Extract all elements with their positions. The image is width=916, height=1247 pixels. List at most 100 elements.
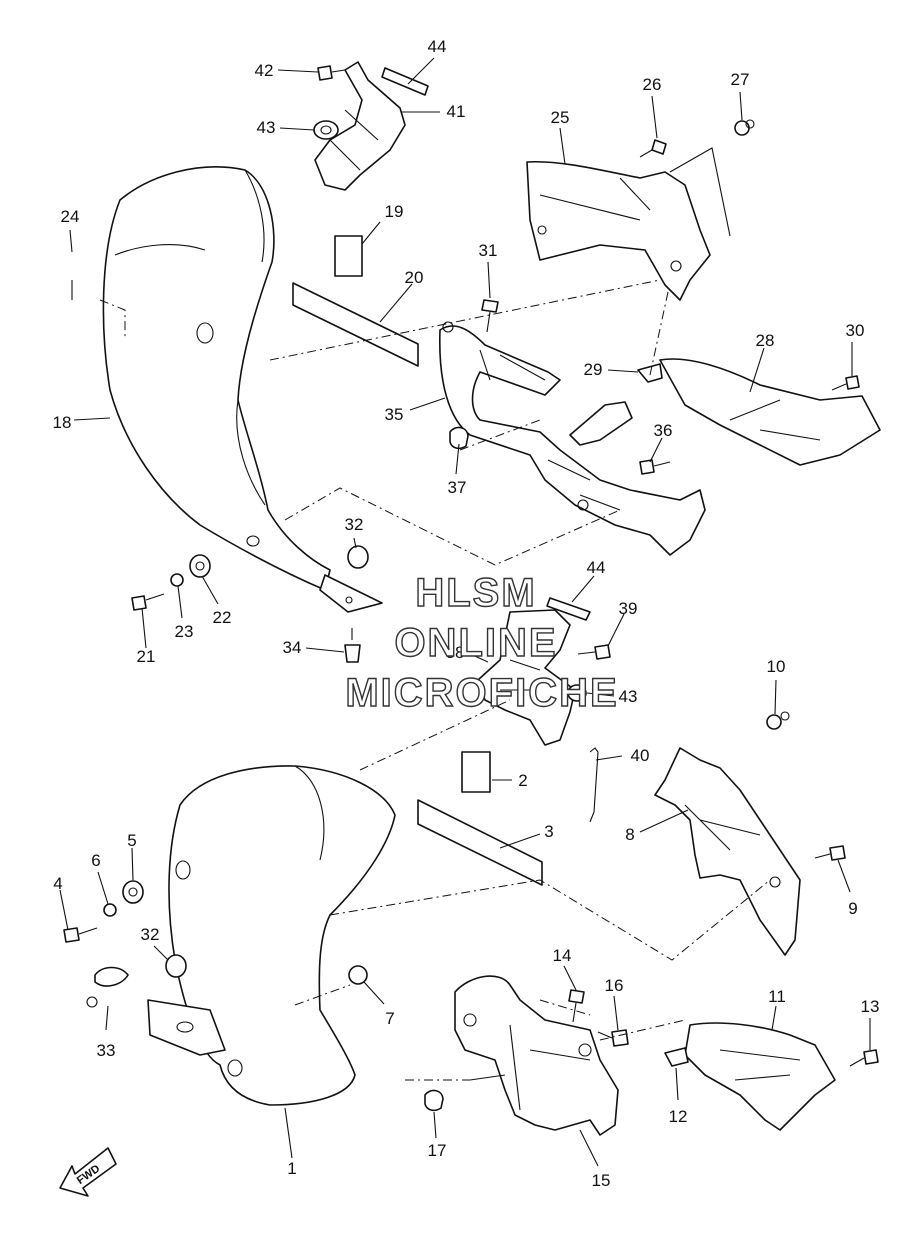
callout-15: 15	[592, 1171, 611, 1190]
callout-32-top: 32	[345, 515, 364, 534]
callout-38: 38	[446, 643, 465, 662]
callout-22: 22	[213, 608, 232, 627]
callout-18: 18	[53, 413, 72, 432]
part-18-bracket	[319, 574, 383, 613]
part-11-cover	[684, 1022, 836, 1131]
watermark: HLSM ONLINE MICROFICHE	[345, 570, 618, 715]
callout-44-top: 44	[428, 37, 447, 56]
part-23-collar	[170, 573, 184, 587]
part-6-collar	[103, 903, 117, 917]
watermark-line-1: HLSM	[415, 571, 536, 615]
part-43-clip	[313, 120, 339, 140]
part-28-cover	[659, 358, 881, 466]
alignment-lines	[99, 279, 771, 1081]
callout-19: 19	[385, 202, 404, 221]
callout-37: 37	[448, 478, 467, 497]
part-35-footrest-bracket	[438, 321, 706, 556]
callout-28: 28	[756, 331, 775, 350]
callout-34: 34	[283, 638, 302, 657]
callout-6: 6	[91, 851, 100, 870]
part-12-clip	[664, 1047, 689, 1067]
part-37-grommet	[449, 426, 469, 450]
callout-29: 29	[584, 360, 603, 379]
part-17-grommet	[424, 1089, 444, 1112]
callout-44-middle: 44	[587, 558, 606, 577]
part-2-pad	[461, 751, 491, 793]
callout-10: 10	[767, 657, 786, 676]
part-13-screw	[849, 1049, 879, 1067]
callout-21: 21	[137, 647, 156, 666]
part-30-screw	[831, 375, 860, 391]
part-40-cable-tie	[589, 747, 599, 823]
part-7-grommet	[348, 965, 368, 985]
callout-42: 42	[255, 61, 274, 80]
callout-31: 31	[479, 241, 498, 260]
part-43-clip-lower	[567, 684, 587, 702]
part-15-footrest-bracket	[454, 975, 619, 1136]
callout-27: 27	[731, 70, 750, 89]
callout-5: 5	[127, 831, 136, 850]
fwd-arrow-icon: FWD	[59, 1147, 117, 1197]
part-20-foam-strip	[292, 282, 419, 367]
watermark-line-3: MICROFICHE	[345, 671, 618, 715]
callout-43-top: 43	[257, 118, 276, 137]
part-4-bolt	[63, 927, 98, 943]
callout-9: 9	[848, 899, 857, 918]
callout-32-bottom: 32	[141, 925, 160, 944]
part-21-bolt	[131, 593, 165, 611]
part-44-strip-middle	[546, 597, 591, 621]
callout-36: 36	[654, 421, 673, 440]
part-32-grommet-bottom	[165, 954, 187, 978]
part-19-pad	[334, 235, 363, 277]
callout-40: 40	[631, 746, 650, 765]
part-33-clamp	[86, 966, 129, 1008]
part-41-bracket	[314, 61, 406, 191]
part-3-strip	[417, 799, 543, 886]
callout-20: 20	[405, 268, 424, 287]
callout-8: 8	[625, 825, 634, 844]
callout-43-middle: 43	[619, 687, 638, 706]
callout-12: 12	[669, 1107, 688, 1126]
part-18-upper-side-cover	[102, 166, 331, 591]
callout-16: 16	[605, 976, 624, 995]
part-38-bracket	[477, 609, 576, 746]
part-32-grommet-top	[347, 545, 369, 569]
callout-30: 30	[846, 321, 865, 340]
callout-11: 11	[768, 987, 786, 1006]
callout-labels: 44 42 41 43 26 27 25 24 19 20 31 30 28 2…	[53, 37, 880, 1190]
callout-25: 25	[551, 108, 570, 127]
callout-17: 17	[428, 1141, 447, 1160]
part-5-grommet	[122, 880, 144, 904]
callout-7: 7	[385, 1009, 394, 1028]
part-36-bolt	[639, 459, 671, 475]
callout-33: 33	[97, 1041, 116, 1060]
callout-23: 23	[175, 622, 194, 641]
callout-4: 4	[53, 874, 62, 893]
callout-3: 3	[544, 822, 553, 841]
callout-39: 39	[619, 599, 638, 618]
part-14-bolt	[568, 989, 585, 1023]
callout-26: 26	[643, 75, 662, 94]
part-27-grommet	[734, 119, 755, 136]
part-26-screw	[639, 139, 667, 158]
part-31-bolt	[481, 299, 499, 333]
part-42-bolt	[317, 65, 346, 81]
leader-lines	[59, 57, 871, 1167]
callout-2: 2	[518, 771, 527, 790]
part-9-screw	[814, 845, 846, 861]
callout-14: 14	[553, 946, 572, 965]
part-44-strip-top	[381, 67, 429, 96]
part-1-lower-cover	[168, 765, 396, 1106]
part-39-screw	[577, 644, 611, 660]
part-10-grommet	[766, 711, 790, 730]
part-22-grommet	[189, 554, 211, 578]
part-25-side-cover	[526, 160, 711, 301]
callout-24: 24	[61, 207, 80, 226]
callout-13: 13	[861, 997, 880, 1016]
part-1-bracket	[147, 999, 226, 1056]
part-16-bolt	[597, 1029, 629, 1047]
watermark-line-2: ONLINE	[394, 621, 557, 665]
callout-35: 35	[385, 405, 404, 424]
part-34-screw	[344, 628, 361, 663]
